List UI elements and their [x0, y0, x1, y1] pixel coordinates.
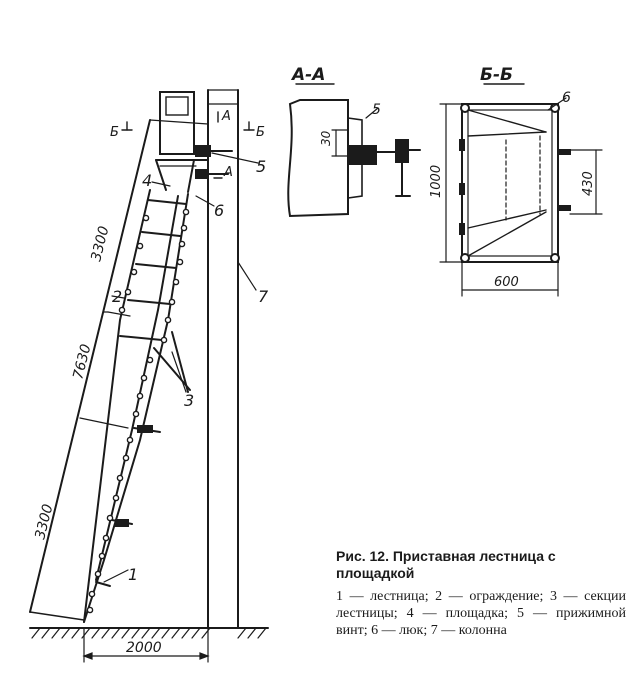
dim-base-width: 2000 [126, 640, 162, 656]
column [207, 89, 239, 629]
section-a-a-view [287, 83, 421, 218]
ladder-bolts [86, 208, 190, 614]
dim-platform-width: 600 [494, 275, 519, 290]
leader-lines [103, 152, 259, 583]
label-screw-a: 5 [372, 102, 381, 118]
label-ladder: 1 [128, 565, 138, 584]
section-markers [121, 111, 255, 179]
ladder-sections-brackets [115, 331, 191, 527]
figure-caption: Рис. 12. Приставная лестница с площадкой… [336, 548, 626, 639]
marker-b-left: Б [110, 125, 119, 140]
dim-platform-height: 1000 [429, 165, 444, 198]
section-b-title: Б-Б [480, 65, 513, 85]
caption-title: Рис. 12. Приставная лестница с площадкой [336, 548, 556, 581]
ground [29, 627, 269, 639]
section-b-b-view [439, 83, 603, 297]
label-hatch-b: 6 [562, 90, 571, 106]
label-hatch: 6 [214, 201, 224, 220]
clamp-screw-detail [195, 145, 233, 179]
caption-legend: 1 — лестница; 2 — ограждение; 3 — секции… [336, 589, 626, 638]
slope-dimension-line [29, 119, 151, 613]
marker-b-right: Б [256, 125, 265, 140]
marker-a-top: А [221, 109, 231, 124]
base-dimension-line [82, 627, 210, 663]
label-clamp-screw: 5 [256, 157, 266, 176]
section-a-title: А-А [290, 65, 325, 85]
dim-hatch-height: 430 [581, 171, 596, 196]
dim-ladder-upper: 3300 [88, 224, 112, 263]
label-platform: 4 [142, 171, 152, 190]
label-railing: 2 [112, 287, 122, 306]
ladder-1 [29, 119, 209, 623]
label-ladder-sections: 3 [184, 391, 194, 410]
marker-a-bottom: А [223, 165, 233, 180]
label-column: 7 [258, 287, 269, 306]
dim-screw-offset: 30 [319, 130, 333, 146]
